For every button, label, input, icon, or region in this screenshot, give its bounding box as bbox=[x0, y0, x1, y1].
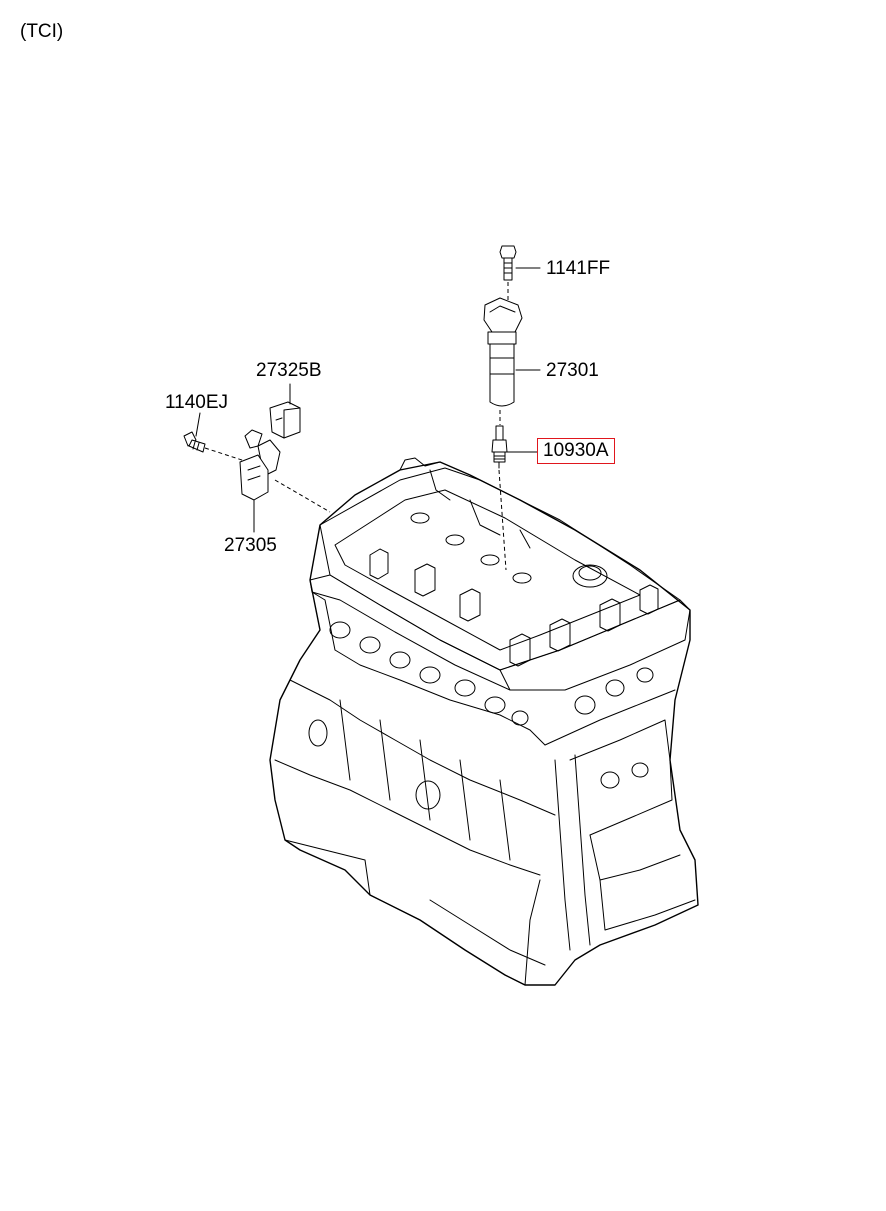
connector-27325b bbox=[269, 401, 301, 439]
bolt-1140ej bbox=[183, 431, 206, 453]
variant-label: (TCI) bbox=[20, 21, 64, 42]
callout-1141ff[interactable]: 1141FF bbox=[546, 258, 611, 279]
callout-27325b[interactable]: 27325B bbox=[256, 360, 322, 381]
sensor-bracket-27305 bbox=[239, 429, 281, 501]
ignition-coil-27301 bbox=[483, 297, 523, 407]
guide-line-sensor-to-head bbox=[274, 479, 331, 513]
callout-1140ej[interactable]: 1140EJ bbox=[165, 392, 229, 413]
guide-line-plug-to-head bbox=[498, 469, 507, 571]
engine-block bbox=[269, 457, 699, 986]
leader-1140ej bbox=[195, 412, 201, 437]
spark-plug-10930a bbox=[491, 425, 508, 469]
bolt-1141ff bbox=[499, 245, 517, 281]
callout-27301[interactable]: 27301 bbox=[546, 360, 599, 381]
callout-27305[interactable]: 27305 bbox=[224, 535, 277, 556]
callout-10930a-highlighted[interactable]: 10930A bbox=[537, 438, 615, 464]
guide-line-bolt-to-bracket bbox=[204, 447, 249, 463]
